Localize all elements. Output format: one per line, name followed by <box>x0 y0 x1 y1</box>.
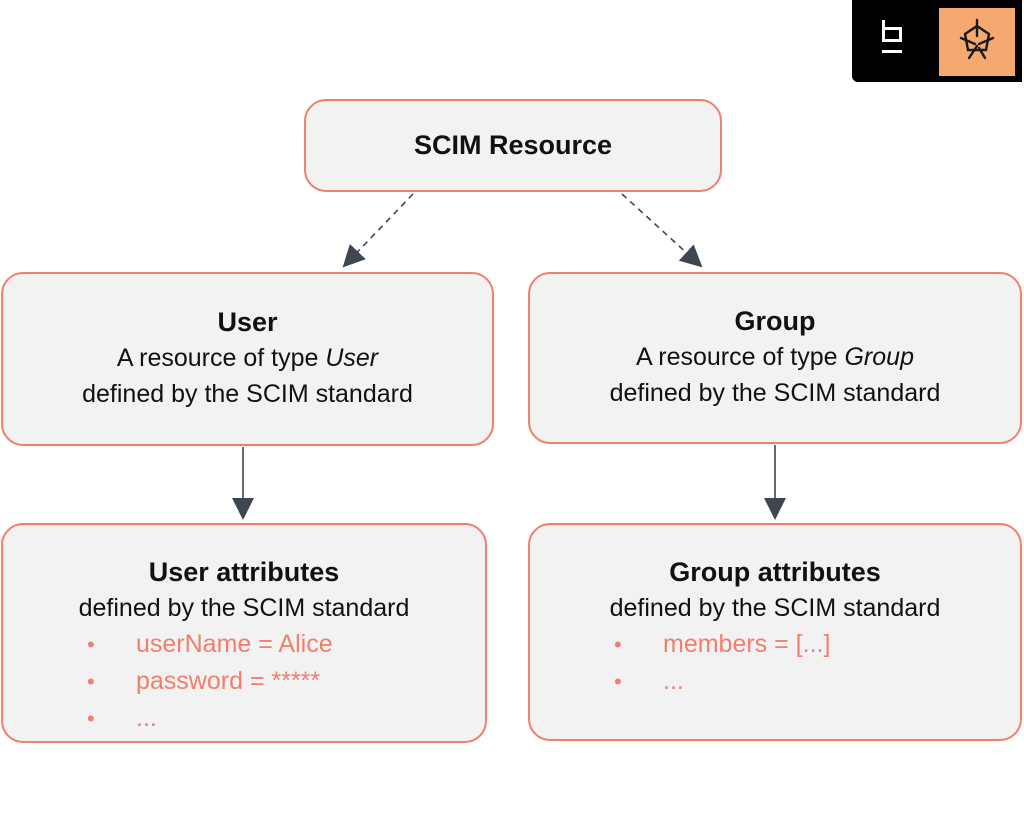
group-node: Group A resource of type Group defined b… <box>528 272 1022 444</box>
group-attributes-node: Group attributes defined by the SCIM sta… <box>528 523 1022 741</box>
bullet: • <box>87 706 95 731</box>
group-type-emphasis: Group <box>844 343 914 371</box>
bullet: • <box>87 632 95 657</box>
attribute-text: password = ***** <box>136 667 321 695</box>
brand-logo-accent-panel <box>939 8 1015 76</box>
brand-logo <box>852 0 1022 82</box>
group-description-prefix: A resource of type <box>636 343 845 371</box>
list-item: • userName = Alice <box>3 626 485 663</box>
group-title: Group <box>734 306 816 336</box>
brand-logo-knot-icon <box>959 18 995 60</box>
user-attributes-node: User attributes defined by the SCIM stan… <box>1 523 487 743</box>
user-type-emphasis: User <box>325 344 379 372</box>
group-attributes-list: • members = [...] •... <box>530 626 1020 700</box>
list-item: •... <box>3 700 485 737</box>
bullet: • <box>87 669 95 694</box>
list-item: • members = [...] <box>530 626 1020 663</box>
group-description-line2: defined by the SCIM standard <box>609 379 941 407</box>
user-title: User <box>217 307 278 337</box>
user-attributes-subtitle: defined by the SCIM standard <box>78 594 410 622</box>
dashed-arrow-to-group <box>621 193 703 268</box>
group-description-line1: A resource of type Group <box>530 339 1020 375</box>
group-attributes-title: Group attributes <box>669 557 881 587</box>
dashed-arrow-to-user <box>342 193 414 268</box>
attribute-text: ... <box>136 704 157 732</box>
attribute-text: members = [...] <box>663 630 831 658</box>
attribute-text: userName = Alice <box>136 630 333 658</box>
scim-resource-title: SCIM Resource <box>413 130 613 160</box>
list-item: •... <box>530 663 1020 700</box>
bullet: • <box>614 669 622 694</box>
group-attributes-subtitle: defined by the SCIM standard <box>609 594 941 622</box>
user-attributes-title: User attributes <box>148 557 340 587</box>
bullet: • <box>614 632 622 657</box>
brand-logo-b-icon <box>882 20 902 53</box>
attribute-text: ... <box>663 667 684 695</box>
user-description-prefix: A resource of type <box>116 344 326 372</box>
user-description-line1: A resource of type User <box>3 340 492 376</box>
user-node: User A resource of type User defined by … <box>1 272 494 446</box>
scim-resource-node: SCIM Resource <box>304 99 722 192</box>
user-description-line2: defined by the SCIM standard <box>82 380 413 408</box>
user-attributes-list: • userName = Alice • password = ***** •... <box>3 626 485 737</box>
list-item: • password = ***** <box>3 663 485 700</box>
